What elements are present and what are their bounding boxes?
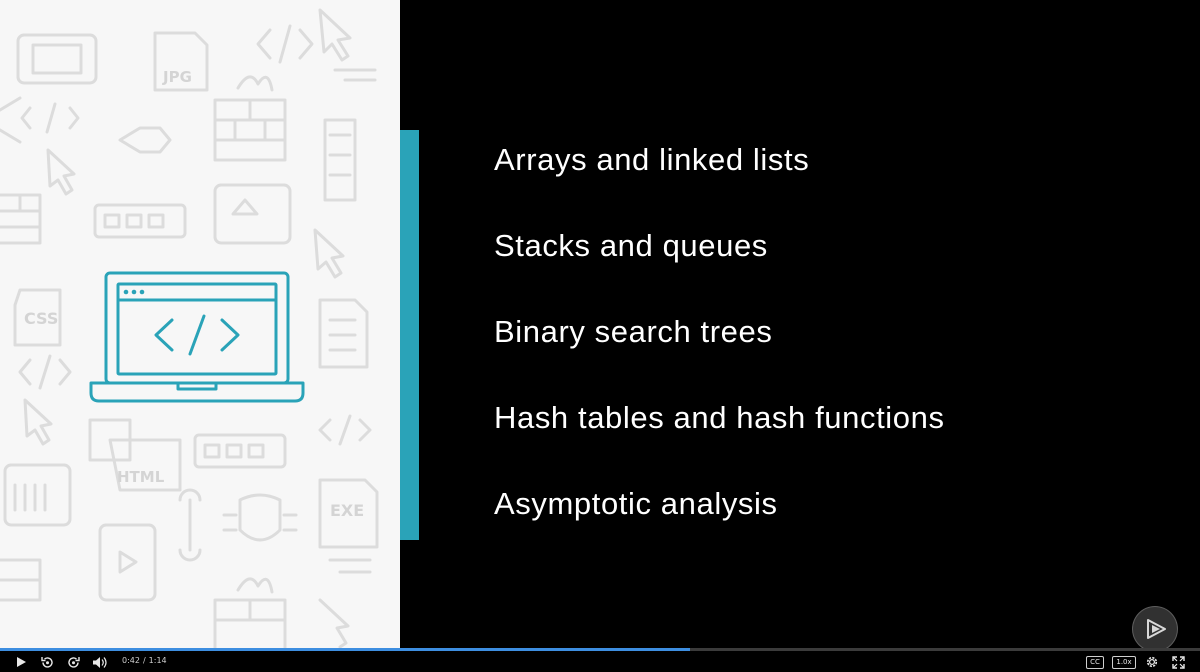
document-icon (318, 298, 369, 369)
fullscreen-button[interactable] (1169, 654, 1187, 670)
time-separator: / (142, 656, 146, 665)
server-icon (323, 118, 357, 202)
topic-item: Asymptotic analysis (494, 486, 778, 521)
phone-icon (98, 523, 157, 602)
code-glyph (154, 314, 240, 356)
settings-button[interactable] (1143, 654, 1161, 670)
file-icon (153, 31, 209, 92)
captions-button[interactable]: CC (1086, 654, 1104, 670)
tablet-screen-icon (31, 43, 83, 75)
code-icon (20, 102, 80, 134)
playback-speed-button[interactable]: 1.0x (1111, 654, 1137, 670)
memory-icon (193, 433, 287, 469)
code-icon (318, 414, 372, 446)
topic-list: Arrays and linked lists Stacks and queue… (494, 138, 945, 568)
slide-illustration-panel: JPG CSS HTML EXE (0, 0, 400, 652)
time-display: 0:42 / 1:14 (122, 655, 167, 667)
topic-item: Stacks and queues (494, 228, 768, 263)
icon-pattern-background: JPG CSS HTML EXE (0, 8, 379, 652)
bug-icon (222, 493, 298, 542)
forward-10-icon (67, 656, 80, 668)
flame-icon (236, 577, 274, 594)
brand-play-button[interactable] (1132, 606, 1178, 652)
code-icon (256, 24, 314, 64)
chain-icon (328, 558, 372, 574)
topic-item: Hash tables and hash functions (494, 400, 945, 435)
gear-icon (1146, 656, 1158, 668)
cursor-icon (46, 148, 76, 196)
exe-file-label: EXE (330, 501, 364, 520)
chain-icon (178, 488, 202, 562)
jpg-file-label: JPG (162, 68, 192, 86)
laptop-code-icon (89, 271, 305, 403)
cursor-icon (318, 8, 352, 62)
player-controls: 0:42 / 1:14 CC 1.0x (0, 651, 1200, 672)
file-icon (13, 288, 62, 347)
play-button[interactable] (12, 654, 30, 670)
bracket-icon (88, 418, 132, 462)
accent-bar (400, 130, 419, 540)
cursor-icon (313, 228, 345, 279)
firewall-icon (213, 98, 287, 162)
progress-fill (0, 648, 690, 651)
tablet-icon (213, 183, 292, 245)
cursor-icon (318, 598, 350, 649)
chain-icon (333, 68, 377, 82)
pluralsight-logo-icon (1147, 619, 1166, 639)
speed-label: 1.0x (1112, 655, 1136, 669)
chevron-icon (0, 96, 22, 144)
firewall-icon (213, 598, 287, 652)
memory-icon (93, 203, 187, 239)
card-icon (3, 463, 72, 527)
volume-icon (92, 656, 107, 668)
cc-label: CC (1086, 655, 1104, 669)
html-file-label: HTML (117, 468, 165, 486)
current-time: 0:42 (122, 656, 140, 665)
volume-button[interactable] (90, 654, 108, 670)
css-file-label: CSS (24, 309, 58, 328)
code-icon (18, 354, 72, 390)
duration: 1:14 (148, 656, 167, 665)
topic-item: Arrays and linked lists (494, 142, 810, 177)
flame-icon (236, 75, 274, 92)
rewind-10-icon (40, 656, 53, 668)
fullscreen-icon (1171, 655, 1185, 669)
topic-item: Binary search trees (494, 314, 773, 349)
firewall-icon (0, 193, 42, 245)
tablet-icon (16, 33, 98, 85)
firewall-icon (0, 558, 42, 602)
rewind-10-button[interactable] (38, 654, 56, 670)
cursor-icon (23, 398, 53, 446)
forward-10-button[interactable] (64, 654, 82, 670)
bug-icon (118, 126, 172, 154)
play-icon (17, 657, 26, 667)
file-icon (108, 438, 182, 492)
file-icon (318, 478, 379, 549)
progress-bar[interactable] (0, 648, 1200, 651)
